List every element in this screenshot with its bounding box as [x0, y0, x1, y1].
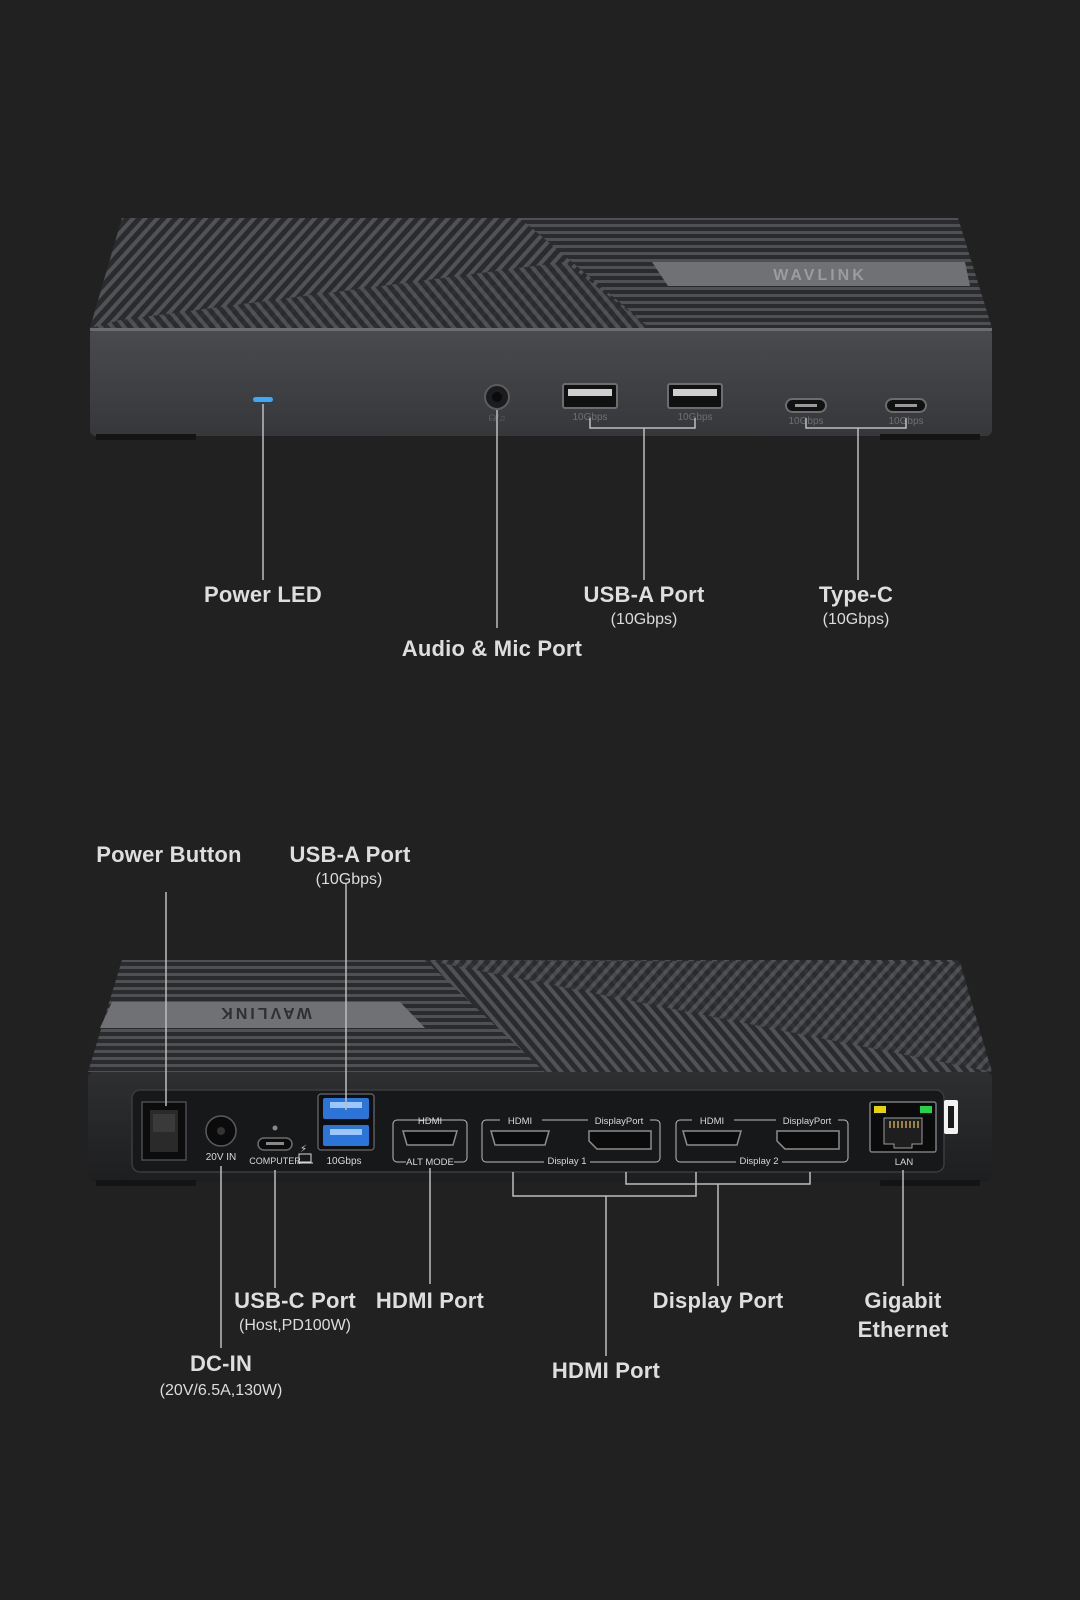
rear-brand-logo: WAVLINK — [218, 1004, 312, 1021]
front-logo-plate — [652, 262, 970, 286]
usb-c-port-label: USB-C Port — [234, 1288, 356, 1313]
laptop-icon — [298, 1153, 312, 1163]
svg-text:LAN: LAN — [895, 1157, 914, 1168]
display-1-hdmi-port[interactable] — [490, 1130, 550, 1146]
rear-usb-a-port-label: USB-A Port — [289, 842, 411, 867]
svg-text:20V IN: 20V IN — [206, 1152, 237, 1163]
dc-in-jack-icon: 20V IN — [205, 1115, 237, 1163]
front-type-c-speed-label: (10Gbps) — [822, 611, 890, 628]
lan-link-led-icon — [920, 1106, 932, 1113]
rear-callout-lines — [165, 884, 904, 1356]
power-led-label: Power LED — [204, 582, 322, 607]
front-type-c-label: Type-C — [818, 582, 894, 607]
svg-text:ALT MODE: ALT MODE — [406, 1157, 454, 1168]
audio-mic-port-label: Audio & Mic Port — [401, 636, 583, 661]
gigabit-label-line-2: Ethernet — [857, 1317, 949, 1342]
usb-c-host-port[interactable]: COMPUTER ⚡ — [249, 1125, 313, 1167]
front-dock: WAVLINK ☊/♫ 10Gbps 10Gbps 10G — [90, 218, 992, 628]
svg-text:10Gbps: 10Gbps — [677, 412, 712, 423]
front-callout-lines — [262, 404, 907, 628]
usb-c-port-spec-label: (Host,PD100W) — [238, 1317, 352, 1334]
front-face — [90, 328, 992, 436]
svg-text:10Gbps: 10Gbps — [572, 412, 607, 423]
display-1-displayport[interactable] — [588, 1130, 652, 1150]
front-usb-a-port-1[interactable]: 10Gbps — [562, 383, 618, 423]
power-button-label: Power Button — [96, 842, 242, 867]
lan-activity-led-icon — [874, 1106, 886, 1113]
display-1-group: HDMI DisplayPort Display 1 — [481, 1114, 661, 1167]
rear-dock: WAVLINK 20V IN COMPUTER ⚡ — [88, 884, 992, 1356]
display-port-label: Display Port — [652, 1288, 784, 1313]
svg-text:HDMI: HDMI — [700, 1116, 724, 1127]
svg-text:DisplayPort: DisplayPort — [783, 1116, 832, 1127]
rear-logo-plate — [100, 1002, 425, 1028]
power-led-icon — [253, 397, 273, 402]
svg-text:10Gbps: 10Gbps — [326, 1156, 361, 1167]
display-2-displayport[interactable] — [776, 1130, 840, 1150]
svg-text:Display 1: Display 1 — [547, 1156, 586, 1167]
front-usb-a-speed-label: (10Gbps) — [610, 611, 678, 628]
charging-bolt-icon: ⚡ — [300, 1144, 307, 1155]
svg-text:COMPUTER: COMPUTER — [249, 1156, 301, 1166]
gigabit-label-line-1: Gigabit — [864, 1288, 942, 1313]
svg-text:Display 2: Display 2 — [739, 1156, 778, 1167]
dc-in-label: DC-IN — [189, 1351, 253, 1376]
display-2-group: HDMI DisplayPort Display 2 — [675, 1114, 849, 1167]
front-brand-logo: WAVLINK — [773, 267, 867, 284]
front-usb-a-port-label: USB-A Port — [583, 582, 705, 607]
svg-text:DisplayPort: DisplayPort — [595, 1116, 644, 1127]
power-button-icon[interactable] — [141, 1101, 187, 1161]
lan-port[interactable]: LAN — [869, 1101, 937, 1168]
svg-text:HDMI: HDMI — [418, 1116, 442, 1127]
display-2-hdmi-port[interactable] — [682, 1130, 742, 1146]
rear-usb-a-speed-label: (10Gbps) — [315, 871, 383, 888]
hdmi-alt-mode-port[interactable]: HDMI ALT MODE — [392, 1094, 468, 1168]
front-usb-a-port-2[interactable]: 10Gbps — [667, 383, 723, 423]
dc-in-spec-label: (20V/6.5A,130W) — [159, 1382, 283, 1399]
hdmi-port-label: HDMI Port — [375, 1288, 485, 1313]
hdmi-port-label-2: HDMI Port — [551, 1358, 661, 1383]
svg-text:HDMI: HDMI — [508, 1116, 532, 1127]
